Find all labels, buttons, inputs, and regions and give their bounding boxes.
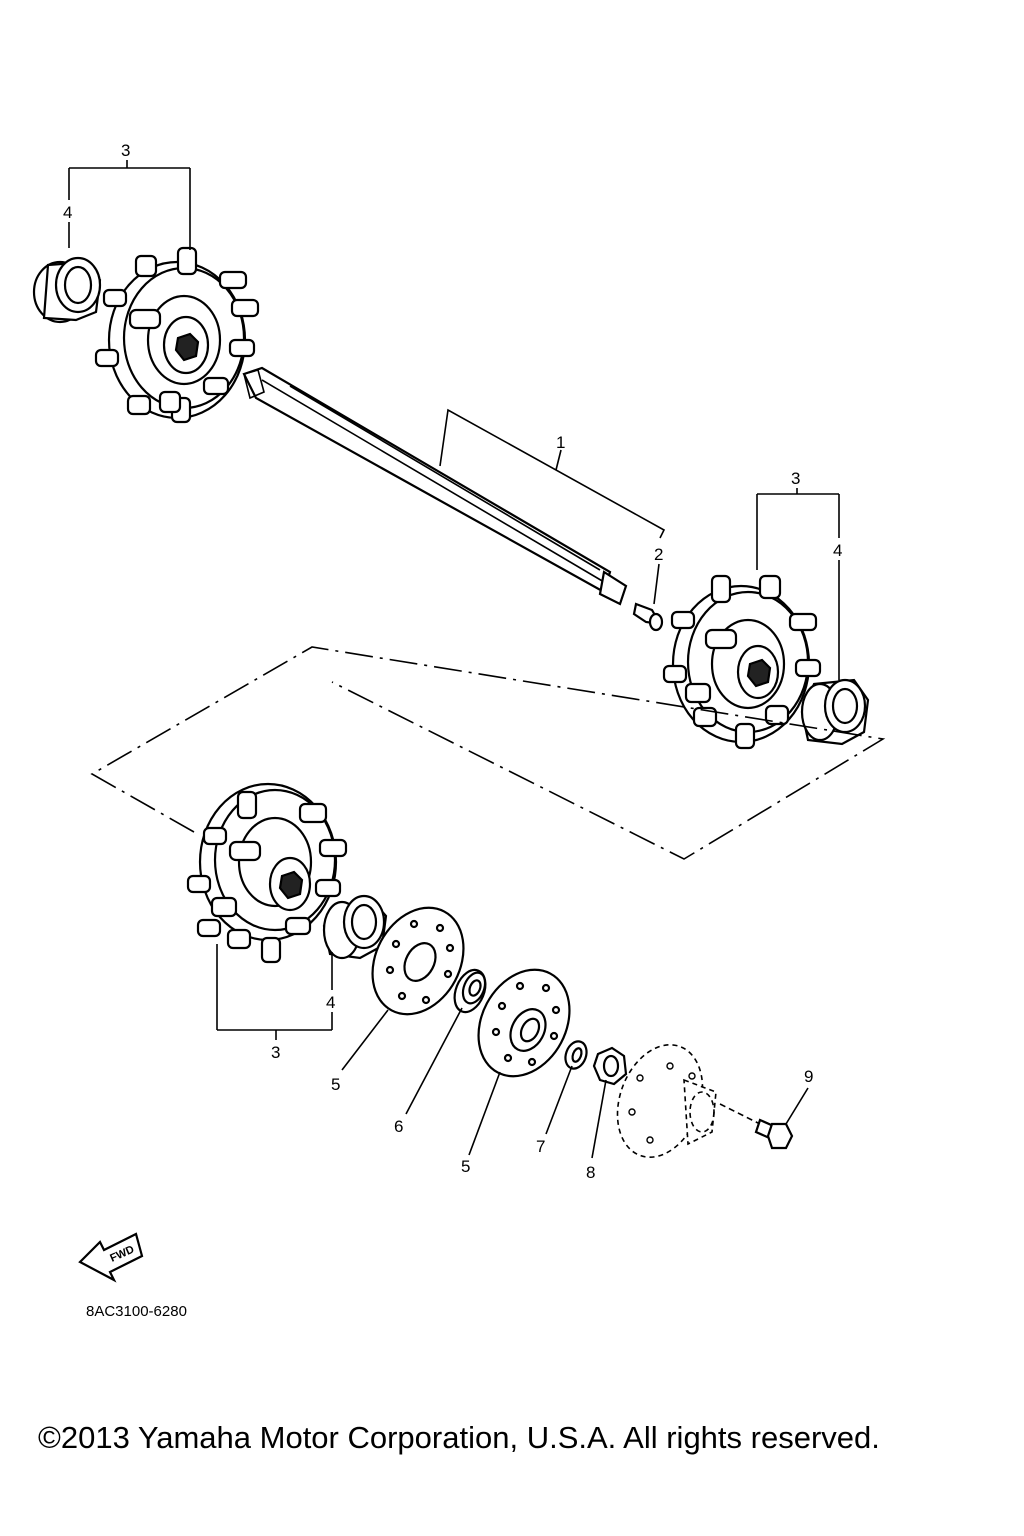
- fwd-arrow-icon: FWD: [78, 1232, 144, 1283]
- copyright-notice: ©2013 Yamaha Motor Corporation, U.S.A. A…: [38, 1420, 880, 1455]
- sprocket-right: [662, 574, 822, 750]
- callout-9: 9: [804, 1067, 813, 1086]
- drive-shaft: [242, 366, 628, 606]
- callout-labels: 3 4 1 2 3 4 4 3 5 6 5 7 8 9: [63, 141, 842, 1182]
- callout-8: 8: [586, 1163, 595, 1182]
- nut: [592, 1046, 628, 1086]
- bearing-right: [800, 678, 870, 746]
- callout-4-right: 4: [833, 541, 842, 560]
- callout-1: 1: [556, 433, 565, 452]
- callout-5-a: 5: [331, 1075, 340, 1094]
- sprocket-bottom: [186, 782, 348, 964]
- callout-3-bottom: 3: [271, 1043, 280, 1062]
- callout-3-right: 3: [791, 469, 800, 488]
- callout-4-bottom: 4: [326, 993, 335, 1012]
- callout-6: 6: [394, 1117, 403, 1136]
- callout-2: 2: [654, 545, 663, 564]
- bearing-bottom: [322, 894, 388, 960]
- sprocket-top-left: [94, 246, 260, 424]
- callout-4-top-left: 4: [63, 203, 72, 222]
- callout-3-top-left: 3: [121, 141, 130, 160]
- hub-flange: [616, 1044, 761, 1158]
- callout-7: 7: [536, 1137, 545, 1156]
- washer: [564, 1040, 588, 1070]
- ball-bearing: [453, 968, 487, 1014]
- flange-bolt: [754, 1118, 794, 1150]
- plate-a: [371, 906, 465, 1016]
- set-bolt: [632, 602, 664, 632]
- bearing-top-left: [32, 256, 102, 324]
- callout-lines: [68, 160, 840, 1159]
- callout-5-b: 5: [461, 1157, 470, 1176]
- assembly-outline: [90, 646, 886, 860]
- diagram-code: 8AC3100-6280: [86, 1303, 187, 1320]
- plate-b: [477, 968, 571, 1078]
